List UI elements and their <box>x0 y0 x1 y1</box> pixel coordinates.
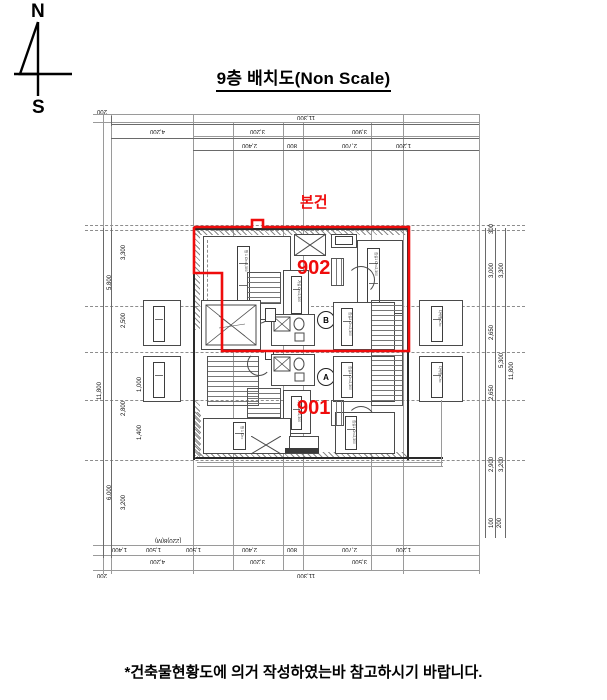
elevator-icon <box>205 304 257 346</box>
dim-bottom-b2-6: 1,200 <box>395 546 411 552</box>
dim-left-s3: 3,200 <box>121 494 127 510</box>
page-title-text: 9층 배치도(Non Scale) <box>215 64 392 92</box>
zone-marker-a: A <box>317 368 335 386</box>
room-label-tag: 거실 Ch=2,300 <box>291 396 302 430</box>
dim-bottom-b2-4: 800 <box>286 546 297 552</box>
kitchen-cross-icon <box>251 436 281 454</box>
kitchen-cross-icon <box>294 234 326 256</box>
dim-top-b2-3: 1,200 <box>395 142 411 148</box>
compass-south-label: S <box>32 97 45 118</box>
dim-bottom-b2-1: 1,500 <box>145 546 161 552</box>
dim-bottom-b1-2: 3,500 <box>351 558 367 564</box>
room-label-tag: 침실2 Ch=2,300 <box>341 308 353 346</box>
dim-left-g1: 6,000 <box>107 484 113 500</box>
dim-bottom-b2-2: 1,500 <box>185 546 201 552</box>
room-label-tag: 침실3 Ch=2,300 <box>341 362 353 398</box>
dim-bottom-tag: [220)8(M) <box>154 537 181 543</box>
dim-top-edge: 200 <box>96 108 107 114</box>
dim-top-b2-1: 800 <box>286 142 297 148</box>
compass-north-label: N <box>31 1 45 22</box>
unit-901-label: 901 <box>297 397 331 419</box>
room-label-tag: 다락방 Ch= <box>431 306 443 342</box>
bath-fixture-icon <box>273 356 305 382</box>
dim-left-s2: 2,800 <box>121 400 127 416</box>
stair-center-lower <box>247 388 281 418</box>
dim-bottom-b2-5: 2,700 <box>341 546 357 552</box>
room-label-tag <box>153 362 165 398</box>
stair-right <box>371 300 403 406</box>
dim-left-s0: 3,300 <box>121 244 127 260</box>
dim-bottom-b2-0: 1,400 <box>111 546 127 552</box>
dim-top-overall: 11,300 <box>297 114 315 120</box>
shaft-upper <box>331 258 344 286</box>
dim-bottom-b1-0: 4,200 <box>149 558 165 564</box>
bath-fixture-icon <box>273 316 305 342</box>
zone-b-label: B <box>323 315 329 325</box>
dim-right-edge3: 200 <box>497 517 503 528</box>
dim-right-overall: 11,800 <box>509 362 515 380</box>
footer-note: *건축물현황도에 의거 작성하였는바 참고하시기 바랍니다. <box>0 661 607 682</box>
compass-north-arrow-icon <box>14 21 72 96</box>
dim-bottom-edge: 200 <box>96 572 107 578</box>
footer-note-text: *건축물현황도에 의거 작성하였는바 참고하시기 바랍니다. <box>124 664 483 681</box>
page-title: 9층 배치도(Non Scale) <box>0 64 607 92</box>
dim-bottom-overall: 11,300 <box>297 572 315 578</box>
dim-top-b1-2: 3,900 <box>351 128 367 134</box>
subject-building-label: 본건 <box>300 194 328 211</box>
dim-top-b1-0: 4,200 <box>149 128 165 134</box>
room-label-tag <box>153 306 165 342</box>
fixture-tag-upper <box>335 236 353 245</box>
dim-left-s1: 2,500 <box>121 312 127 328</box>
dim-bottom-b2-3: 2,400 <box>241 546 257 552</box>
room-901-bedroom <box>335 412 395 454</box>
room-label-tag: 다락방 Ch= <box>431 362 443 398</box>
unit-902-label: 902 <box>297 257 331 279</box>
door-swing-icon <box>347 266 375 294</box>
room-label-tag: 방 1 Ch= <box>233 422 246 450</box>
dim-top-b1-1: 3,200 <box>249 128 265 134</box>
bath-lower <box>271 354 315 386</box>
dim-top-b2-2: 2,700 <box>341 142 357 148</box>
fixture-tag-left <box>265 308 276 322</box>
floor-plan-drawing: 11,300 200 4,200 3,200 3,900 2,400 800 2… <box>85 100 525 590</box>
dim-top-b2-0: 2,400 <box>241 142 257 148</box>
room-label-tag: 침실1 Ch=2,300 <box>345 416 357 450</box>
dim-bottom-b1-1: 3,200 <box>249 558 265 564</box>
dim-left-g0: 5,800 <box>107 274 113 290</box>
door-swing-icon <box>247 352 271 376</box>
compass-rose: N S <box>0 0 110 125</box>
room-label-tag: 거실 Ch=2,300 <box>291 276 302 314</box>
dim-left-sub1: 1,400 <box>137 424 143 440</box>
zone-a-label: A <box>323 372 329 382</box>
room-901-main <box>203 418 291 454</box>
shaft-lower <box>331 400 344 426</box>
